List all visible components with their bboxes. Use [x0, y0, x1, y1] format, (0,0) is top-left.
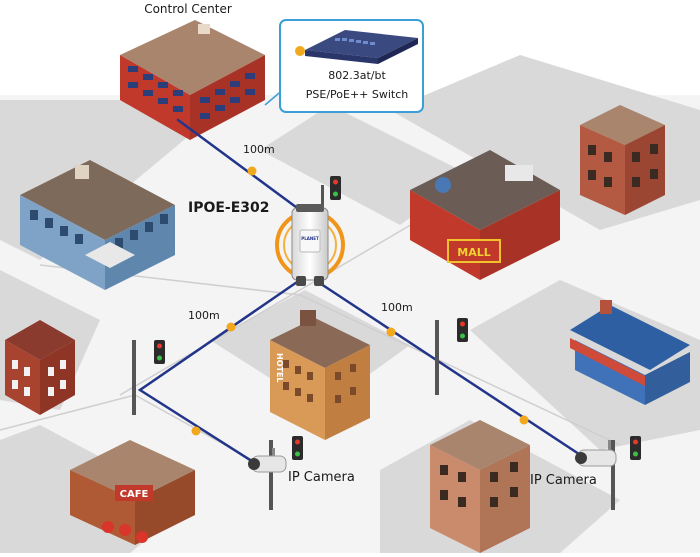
cable-device-to-right-camera [313, 278, 587, 460]
link-length-right: 100m [381, 301, 413, 314]
cables [137, 118, 587, 467]
cafe-sign: CAFE [120, 489, 149, 500]
device-label: IPOE-E302 [188, 200, 270, 216]
poe-dot [191, 426, 201, 436]
mall-sign: MALL [457, 246, 490, 259]
brick-house-west [5, 320, 75, 415]
link-length-left: 100m [188, 309, 220, 322]
switch-label-line2: PSE/PoE++ Switch [306, 88, 409, 101]
brick-tower-east [580, 105, 665, 215]
traffic-light [435, 318, 468, 395]
traffic-light [611, 436, 641, 510]
hotel-building: HOTEL [270, 310, 370, 440]
cafe-building: CAFE [70, 440, 195, 545]
cable-device-to-left-camera [137, 278, 302, 467]
ip-camera-right [575, 440, 617, 467]
blue-house-east [570, 300, 690, 405]
hotel-sign: HOTEL [275, 353, 284, 383]
mall-building: MALL [410, 150, 560, 280]
link-length-top: 100m [243, 143, 275, 156]
control-center-label: Control Center [144, 2, 232, 16]
cable-control-to-device [176, 118, 302, 212]
switch-label-line1: 802.3at/bt [328, 69, 386, 82]
control-center-building [120, 20, 265, 140]
poe-switch-device [305, 30, 418, 64]
device-badge: PLANET [301, 236, 319, 241]
camera-left-label: IP Camera [288, 470, 355, 485]
traffic-light [132, 340, 165, 415]
poe-dot [386, 327, 396, 337]
brick-building-south [430, 420, 530, 553]
poe-markers [191, 166, 529, 436]
ipoe-device: PLANET [275, 204, 345, 286]
switch-callout [264, 19, 424, 113]
poe-dot [226, 322, 236, 332]
poe-dot [519, 415, 529, 425]
ip-camera-left [248, 448, 287, 473]
poe-dot [247, 166, 257, 176]
poe-dot [295, 46, 305, 56]
blue-office-building [20, 160, 175, 290]
camera-right-label: IP Camera [530, 473, 597, 488]
traffic-light [269, 436, 303, 510]
